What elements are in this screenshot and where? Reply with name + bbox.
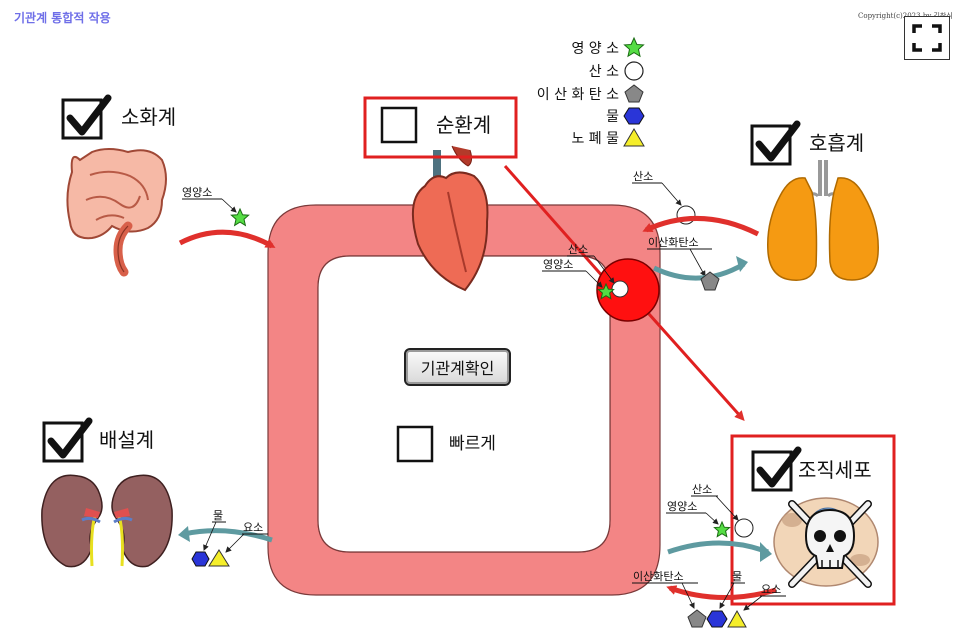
fullscreen-button[interactable] bbox=[904, 16, 950, 60]
tissue-label: 조직세포 bbox=[798, 458, 872, 482]
check-systems-button[interactable]: 기관계확인 bbox=[404, 348, 511, 386]
tissue-urea-label: 요소 bbox=[761, 583, 781, 596]
respiratory-check-icon bbox=[755, 120, 801, 162]
legend-label-nutrient: 영 양 소 bbox=[571, 41, 619, 57]
cell-nutrient-label: 영양소 bbox=[543, 258, 573, 271]
excretory-water-label: 물 bbox=[213, 509, 223, 522]
tissue-highlight-box bbox=[730, 434, 896, 606]
teal-arrow-to-tissue bbox=[667, 540, 769, 555]
tissue-water-icon bbox=[706, 610, 728, 628]
tissue-oxygen-icon bbox=[734, 518, 754, 538]
respiratory-co2-icon bbox=[700, 271, 720, 291]
digestive-system: 소화계 영양소 bbox=[61, 94, 276, 277]
tissue-co2-label: 이산화탄소 bbox=[633, 570, 684, 583]
kidneys-icon bbox=[41, 474, 173, 568]
cell-oxygen-label: 산소 bbox=[568, 243, 588, 256]
tissue-co2-icon bbox=[687, 609, 707, 628]
highlight-line-2 bbox=[630, 294, 745, 421]
excretory-check-icon bbox=[47, 417, 93, 459]
tissue-system: 조직세포 산소 영양소 이산화탄소 물 요소 bbox=[632, 434, 896, 628]
tissue-oxygen-label: 산소 bbox=[692, 483, 712, 496]
cell-nutrient-star-icon bbox=[597, 282, 615, 300]
digestive-label: 소화계 bbox=[121, 105, 176, 129]
excretory-urea-label: 요소 bbox=[243, 521, 263, 534]
tissue-check-icon bbox=[756, 446, 802, 488]
excretory-waste-icon bbox=[208, 549, 230, 567]
highlight-line-1 bbox=[503, 165, 614, 288]
excretory-water-icon bbox=[191, 551, 210, 567]
digestive-arrow bbox=[178, 229, 276, 249]
excretory-arrow bbox=[183, 528, 273, 543]
respiratory-co2-label: 이산화탄소 bbox=[648, 236, 699, 249]
fast-checkbox[interactable] bbox=[396, 425, 434, 463]
legend-label-waste: 노 폐 물 bbox=[571, 131, 619, 147]
legend-hexagon-icon bbox=[623, 107, 645, 125]
legend: 영 양 소 산 소 이 산 화 탄 소 물 노 폐 물 bbox=[537, 36, 645, 147]
tissue-nutrient-label: 영양소 bbox=[667, 500, 697, 513]
nutrient-star-icon bbox=[230, 207, 250, 227]
cell-oxygen-icon bbox=[611, 280, 629, 298]
tissue-waste-icon bbox=[727, 609, 747, 628]
legend-label-oxygen: 산 소 bbox=[589, 64, 619, 80]
tissue-nutrient-star-icon bbox=[713, 520, 731, 538]
red-arrow-from-tissue bbox=[666, 585, 777, 601]
respiratory-label: 호흡계 bbox=[809, 131, 864, 155]
legend-pentagon-icon bbox=[624, 84, 644, 103]
dying-cell-skull-icon bbox=[773, 497, 879, 588]
intestine-icon bbox=[66, 148, 167, 277]
fullscreen-icon bbox=[912, 24, 942, 52]
legend-label-water: 물 bbox=[606, 109, 619, 125]
legend-circle-icon bbox=[624, 61, 644, 81]
excretory-system: 배설계 물 요소 bbox=[41, 417, 273, 568]
lungs-icon bbox=[767, 160, 879, 281]
circulatory-label: 순환계 bbox=[436, 113, 491, 137]
circulatory-checkbox[interactable] bbox=[380, 106, 418, 144]
respiratory-system: 호흡계 산소 이산화탄소 bbox=[632, 120, 879, 291]
app-title: 기관계 통합적 작용 bbox=[14, 11, 111, 25]
teal-arrow-to-lungs bbox=[652, 261, 746, 281]
digestive-nutrient-label: 영양소 bbox=[182, 186, 212, 199]
excretory-label: 배설계 bbox=[99, 428, 154, 452]
circulatory-highlight-box bbox=[363, 96, 518, 159]
legend-triangle-icon bbox=[623, 128, 645, 147]
respiratory-oxygen-label: 산소 bbox=[633, 170, 653, 183]
legend-label-co2: 이 산 화 탄 소 bbox=[537, 87, 619, 103]
digestive-check-icon bbox=[66, 94, 112, 136]
legend-star-icon bbox=[623, 36, 645, 58]
tissue-water-label: 물 bbox=[732, 570, 742, 583]
respiratory-oxygen-arrow bbox=[642, 215, 760, 237]
fast-label: 빠르게 bbox=[449, 434, 496, 454]
blood-vessel-loop bbox=[267, 204, 661, 596]
